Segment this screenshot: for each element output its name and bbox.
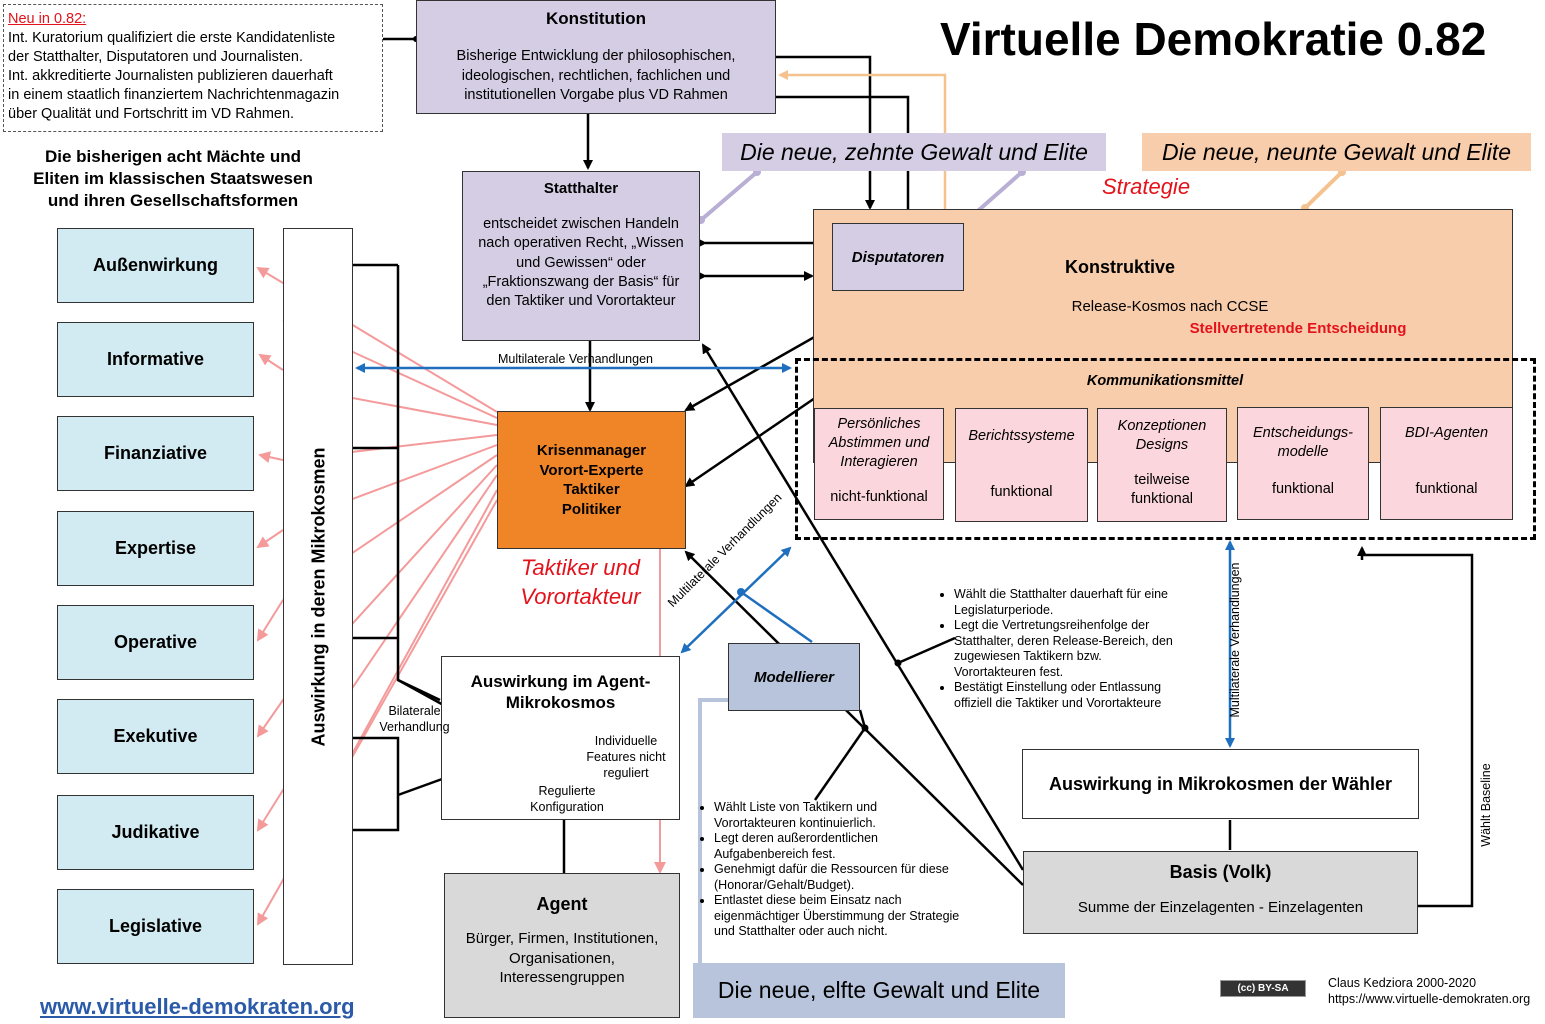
kommunikation-frame xyxy=(795,358,1536,540)
bullet-item: Genehmigt dafür die Ressourcen für diese… xyxy=(714,862,960,893)
news-heading: Neu in 0.82: xyxy=(8,11,87,27)
multilaterale-label-vertical: Multilaterale Verhandlungen xyxy=(1228,562,1242,718)
news-line: Int. akkreditierte Journalisten publizie… xyxy=(8,68,333,84)
power-aussenwirkung: Außenwirkung xyxy=(57,228,254,303)
krisen-line: Taktiker xyxy=(563,481,620,498)
bilaterale-label: Bilaterale Verhandlung xyxy=(379,704,450,734)
comm-item-status: nicht-funktional xyxy=(830,489,928,505)
power-judikative: Judikative xyxy=(57,795,254,870)
page-title: Virtuelle Demokratie 0.82 xyxy=(940,13,1487,65)
krisen-line: Vorort-Experte xyxy=(539,461,644,479)
konstruktive-subtitle: Release-Kosmos nach CCSE xyxy=(1071,298,1269,315)
bullet-item: Wählt Liste von Taktikern und Vorortakte… xyxy=(714,800,960,831)
comm-item-status: funktional xyxy=(990,484,1053,500)
agent-text: Bürger, Firmen, Institutionen, Organisat… xyxy=(465,930,659,986)
taktiker-label-line: Taktiker und xyxy=(520,555,641,580)
comm-item-berichtssysteme: Berichtssysteme funktional xyxy=(955,408,1088,522)
power-operative: Operative xyxy=(57,605,254,680)
news-line: Int. Kuratorium qualifiziert die erste K… xyxy=(8,30,336,46)
comm-item-name: Persönliches Abstimmen und Interagieren xyxy=(828,416,930,470)
mikrokosmen-bar: Auswirkung in deren Mikrokosmen xyxy=(283,228,353,965)
krisen-line: Politiker xyxy=(561,500,622,518)
taktiker-label-line: Vorortakteur xyxy=(520,584,641,609)
modellierer-bullets: Wählt Liste von Taktikern und Vorortakte… xyxy=(690,800,960,940)
basis-bullets: Wählt die Statthalter dauerhaft für eine… xyxy=(930,587,1175,711)
strategie-label: Strategie xyxy=(1102,174,1191,199)
left-heading: Die bisherigen acht Mächte und Eliten im… xyxy=(0,146,346,212)
left-heading-line: Eliten im klassischen Staatswesen xyxy=(33,169,313,188)
agent-mikrokosmos-box: Auswirkung im Agent-Mikrokosmos xyxy=(441,656,680,820)
multilaterale-label-horizontal: Multilaterale Verhandlungen xyxy=(498,352,653,366)
comm-item-status: funktional xyxy=(1271,481,1335,497)
basis-title: Basis (Volk) xyxy=(1169,862,1272,882)
konstitution-title: Konstitution xyxy=(545,9,647,28)
konstruktive-title: Konstruktive xyxy=(1064,257,1176,277)
news-line: der Statthalter, Disputatoren und Journa… xyxy=(8,49,304,65)
agent-box: Agent Bürger, Firmen, Institutionen, Org… xyxy=(444,873,680,1018)
comm-item-status: funktional xyxy=(1415,481,1478,497)
konstitution-box: Konstitution Bisherige Entwicklung der p… xyxy=(416,0,776,114)
comm-item-entscheidungsmodelle: Entscheidungs-modelle funktional xyxy=(1237,407,1369,520)
statthalter-box: Statthalter entscheidet zwischen Handeln… xyxy=(462,171,700,341)
power-exekutive: Exekutive xyxy=(57,699,254,774)
neunte-gewalt-label: Die neue, neunte Gewalt und Elite xyxy=(1142,133,1531,171)
taktiker-label: Taktiker und Vorortakteur xyxy=(508,553,653,611)
comm-item-name: Entscheidungs-modelle xyxy=(1253,425,1353,460)
connector-dot xyxy=(861,724,869,732)
waehlt-baseline-label: Wählt Baseline xyxy=(1479,763,1493,847)
credit-text: Claus Kedziora 2000-2020 https://www.vir… xyxy=(1328,975,1530,1007)
website-link[interactable]: www.virtuelle-demokraten.org xyxy=(40,994,355,1019)
zehnte-gewalt-label: Die neue, zehnte Gewalt und Elite xyxy=(722,133,1106,171)
stellvertretend-label: Stellvertretende Entscheidung xyxy=(1189,320,1407,337)
credit-line: https://www.virtuelle-demokraten.org xyxy=(1328,992,1531,1006)
comm-item-konzeptionen: Konzeptionen Designs teilweise funktiona… xyxy=(1097,408,1227,522)
bullet-item: Entlastet diese beim Einsatz nach eigenm… xyxy=(714,893,960,940)
bullet-item: Wählt die Statthalter dauerhaft für eine… xyxy=(954,587,1175,618)
statthalter-text: entscheidet zwischen Handeln nach operat… xyxy=(478,216,684,310)
mikrokosmen-label: Auswirkung in deren Mikrokosmen xyxy=(308,447,329,747)
news-line: in einem staatlich finanziertem Nachrich… xyxy=(8,87,340,103)
comm-item-bdi-agenten: BDI-Agenten funktional xyxy=(1380,407,1513,520)
waehler-box: Auswirkung in Mikrokosmen der Wähler xyxy=(1022,749,1419,819)
news-box: Neu in 0.82: Int. Kuratorium qualifizier… xyxy=(3,4,383,132)
reguliert-label: Regulierte Konfiguration xyxy=(530,784,604,814)
individuell-label: Individuelle Features nicht reguliert xyxy=(586,734,666,780)
left-heading-line: und ihren Gesellschaftsformen xyxy=(47,191,299,210)
connector-dot xyxy=(894,659,902,667)
basis-text: Summe der Einzelagenten - Einzelagenten xyxy=(1077,899,1364,916)
elfte-gewalt-label: Die neue, elfte Gewalt und Elite xyxy=(693,963,1065,1018)
kommunikation-label: Kommunikationsmittel xyxy=(1086,373,1244,389)
agent-title: Agent xyxy=(536,894,588,914)
bullet-item: Legt deren außerordentlichen Aufgabenber… xyxy=(714,831,960,862)
basis-box: Basis (Volk) Summe der Einzelagenten - E… xyxy=(1023,851,1418,934)
bullet-item: Legt die Vertretungsreihenfolge der Stat… xyxy=(954,618,1175,680)
left-heading-line: Die bisherigen acht Mächte und xyxy=(45,147,301,166)
credit-line: Claus Kedziora 2000-2020 xyxy=(1328,976,1477,990)
comm-item-name: Berichtssysteme xyxy=(968,428,1075,444)
power-informative: Informative xyxy=(57,322,254,397)
statthalter-title: Statthalter xyxy=(543,180,619,197)
konstitution-text: Bisherige Entwicklung der philosophische… xyxy=(456,48,736,103)
power-expertise: Expertise xyxy=(57,511,254,586)
cc-license-badge: (cc) BY-SA xyxy=(1220,980,1306,997)
krisenmanager-box: Krisenmanager Vorort-Experte Taktiker Po… xyxy=(497,411,686,549)
modellierer-box: Modellierer xyxy=(728,643,860,711)
power-finanziative: Finanziative xyxy=(57,416,254,491)
bullet-item: Bestätigt Einstellung oder Entlassung of… xyxy=(954,680,1175,711)
comm-item-name: Konzeptionen Designs xyxy=(1117,418,1207,453)
news-line: über Qualität und Fortschritt im VD Rahm… xyxy=(8,106,295,122)
comm-item-status: teilweise funktional xyxy=(1130,472,1194,507)
krisen-line: Krisenmanager xyxy=(536,442,647,459)
disputatoren-box: Disputatoren xyxy=(832,223,964,291)
power-legislative: Legislative xyxy=(57,889,254,964)
agent-mikrokosmos-title: Auswirkung im Agent-Mikrokosmos xyxy=(470,672,651,712)
comm-item-name: BDI-Agenten xyxy=(1404,425,1489,441)
connector-dot xyxy=(737,588,745,596)
comm-item-persoenlich: Persönliches Abstimmen und Interagieren … xyxy=(814,408,944,520)
